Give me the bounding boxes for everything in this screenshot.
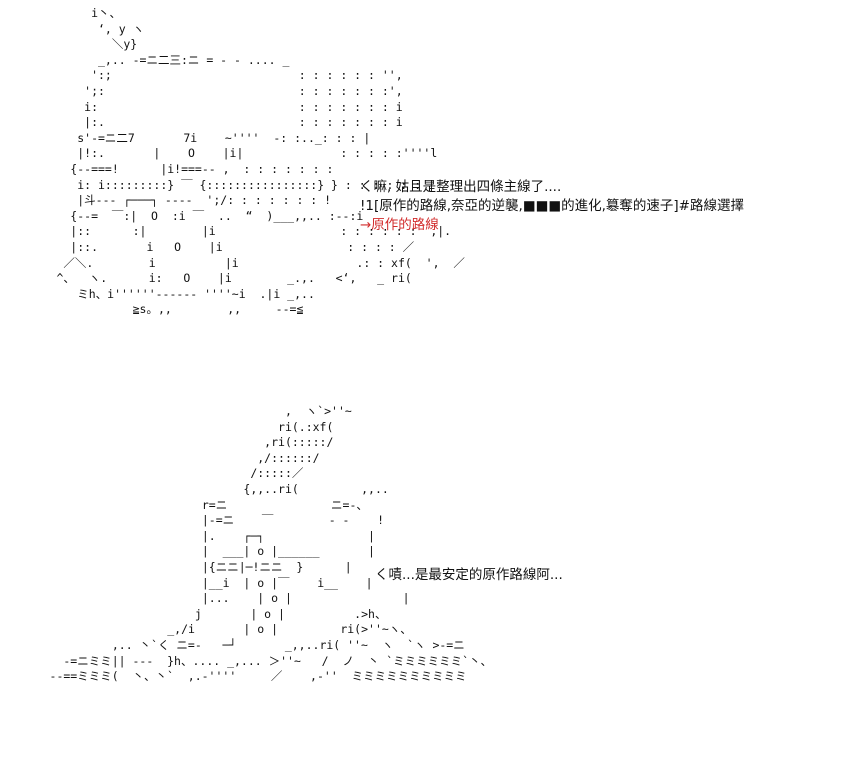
dialogue-top-line-1: く嘛, 姑且是整理出四條主線了.... — [360, 179, 562, 195]
ascii-art-character-top: i丶、 ‘, y ヽ ＼y} _,.. -=ニ二三:ニ = - - .... _… — [56, 6, 465, 317]
dialogue-bottom: く嘖...是最安定的原作路線阿... — [375, 566, 563, 585]
selected-route: →原作的路線 — [360, 217, 439, 233]
dialogue-top: く嘛, 姑且是整理出四條主線了.... !1[原作的路線,奈亞的逆襲,■■■的進… — [360, 178, 744, 235]
ascii-art-character-bottom: , ヽ`>''~ ri(.:xf( ,ri(:::::/ ,/::::::/ /… — [49, 404, 493, 684]
dialogue-bottom-line-1: く嘖...是最安定的原作路線阿... — [375, 567, 563, 583]
route-choice-list: !1[原作的路線,奈亞的逆襲,■■■的進化,簒奪的速子]#路線選擇 — [360, 198, 744, 214]
